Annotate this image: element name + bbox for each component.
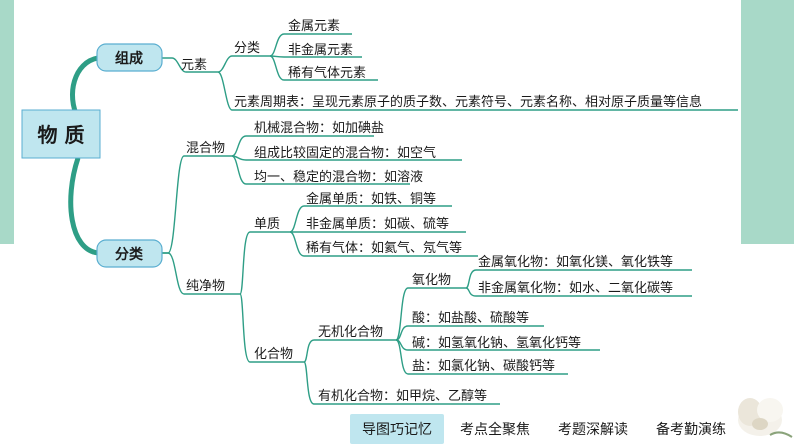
label-jinshu-yhw: 金属氧化物：如氧化镁、氧化铁等: [478, 254, 673, 270]
label-jixie: 机械混合物：如加碘盐: [254, 120, 384, 136]
label-chunjingwu: 纯净物: [186, 279, 225, 294]
label-feijinshu-ys: 非金属元素: [288, 42, 353, 58]
label-fenlei2: 分类: [234, 41, 260, 56]
label-jian: 碱：如氢氧化钠、氢氧化钙等: [412, 335, 581, 351]
fenlei-label: 分类: [115, 246, 144, 263]
label-jinshu-ys: 金属元素: [288, 18, 340, 34]
label-jinshu-dz: 金属单质：如铁、铜等: [306, 191, 436, 207]
node-zucheng: 组成: [96, 43, 163, 72]
connectors: [162, 33, 738, 405]
label-wuji: 无机化合物: [318, 325, 383, 340]
root-label: 物 质: [38, 123, 85, 147]
label-feijinshu-yhw: 非金属氧化物：如水、二氧化碳等: [478, 280, 673, 296]
label-zucheng-gd: 组成比较固定的混合物：如空气: [254, 145, 436, 161]
label-yuansu: 元素: [181, 58, 207, 73]
label-feijinshu-dz: 非金属单质：如碳、硫等: [306, 216, 449, 232]
label-suan: 酸：如盐酸、硫酸等: [412, 310, 529, 326]
label-junyi: 均一、稳定的混合物：如溶液: [254, 169, 423, 185]
nav-kaodian[interactable]: 考点全聚焦: [460, 422, 530, 438]
label-yanghuawu: 氧化物: [412, 273, 451, 288]
labels: 元素 分类 金属元素 非金属元素 稀有气体元素 元素周期表：呈现元素原子的质子数…: [181, 18, 702, 404]
label-danzhi: 单质: [254, 217, 280, 232]
label-zhouqibiao: 元素周期表：呈现元素原子的质子数、元素符号、元素名称、相对原子质量等信息: [234, 94, 702, 110]
label-yan: 盐：如氯化钠、碳酸钙等: [412, 358, 555, 374]
nav-beikao[interactable]: 备考勤演练: [656, 422, 726, 438]
label-youji: 有机化合物：如甲烷、乙醇等: [318, 388, 487, 404]
label-hunhewu: 混合物: [186, 141, 225, 156]
flower-decoration-icon: [738, 398, 793, 438]
nav-daotu[interactable]: 导图巧记忆: [350, 414, 444, 444]
root-node: 物 质: [21, 109, 101, 159]
bottom-nav: 导图巧记忆 考点全聚焦 考题深解读 备考勤演练: [350, 414, 742, 444]
zucheng-label: 组成: [115, 50, 143, 67]
branch-zucheng: [69, 55, 99, 120]
label-xiyou-qt: 稀有气体：如氦气、氖气等: [306, 240, 462, 256]
label-xiyou-ys: 稀有气体元素: [288, 65, 366, 81]
branch-fenlei: [68, 157, 99, 256]
label-huahewu: 化合物: [254, 347, 293, 362]
node-fenlei: 分类: [96, 239, 163, 268]
nav-kaoti[interactable]: 考题深解读: [558, 422, 628, 438]
